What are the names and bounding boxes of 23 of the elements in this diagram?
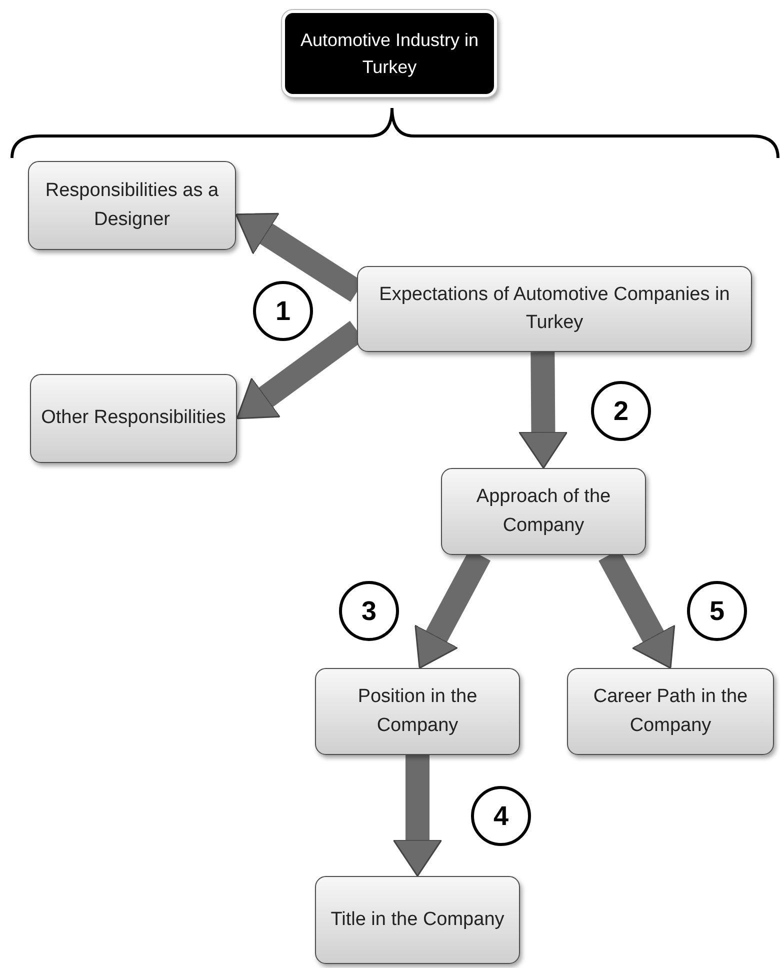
- node-text: Responsibilities as a Designer: [44, 179, 220, 232]
- process-box: [567, 668, 774, 755]
- title-box: [282, 10, 497, 97]
- callout-number: 1: [253, 281, 313, 341]
- node-text: Other Responsibilities: [41, 406, 226, 430]
- node-text: Automotive Industry in Turkey: [299, 28, 480, 79]
- process-box: [315, 668, 520, 755]
- block-arrow: [518, 352, 568, 469]
- node-text: Title in the Company: [330, 908, 504, 932]
- process-box: [30, 374, 237, 463]
- block-arrow: [392, 755, 442, 877]
- process-box: [28, 161, 236, 250]
- process-box: [441, 468, 646, 555]
- node-text: Position in the Company: [356, 685, 478, 738]
- node-text: Approach of the Company: [475, 485, 612, 538]
- node-text: Career Path in the Company: [592, 685, 749, 738]
- callout-number: 4: [471, 786, 531, 846]
- callout-number: 3: [339, 581, 399, 641]
- process-box: [315, 876, 520, 964]
- callout-number: 2: [591, 381, 651, 441]
- node-text: Expectations of Automotive Companies in Turkey: [378, 282, 731, 335]
- process-box: [357, 266, 752, 352]
- callout-number: 5: [687, 581, 747, 641]
